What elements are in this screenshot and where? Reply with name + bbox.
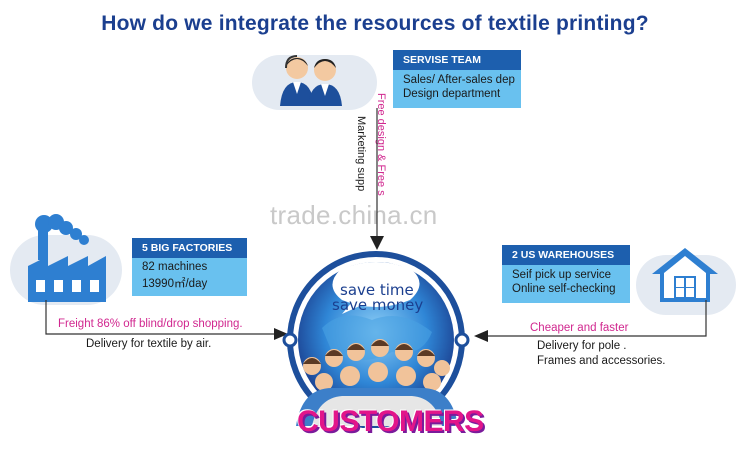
warehouses-line: Seif pick up service: [512, 269, 612, 281]
factory-icon: [28, 214, 106, 302]
warehouses-note: Delivery for pole .: [537, 340, 627, 352]
warehouses-line: Online self-checking: [512, 283, 616, 295]
speech-bubble-line: save time: [340, 281, 414, 299]
factories-line: 13990㎡/day: [142, 278, 208, 290]
factories-heading: 5 BIG FACTORIES: [132, 238, 247, 258]
service-team-box: SERVISE TEAM Sales/ After-sales dep Desi…: [393, 50, 521, 108]
service-team-heading: SERVISE TEAM: [393, 50, 521, 70]
warehouses-heading: 2 US WAREHOUSES: [502, 245, 630, 265]
warehouses-box: 2 US WAREHOUSES Seif pick up service Onl…: [502, 245, 630, 303]
headset-people-icon: [280, 55, 342, 106]
factories-box: 5 BIG FACTORIES 82 machines 13990㎡/day: [132, 238, 247, 296]
factories-note: Delivery for textile by air.: [86, 338, 212, 350]
customers-label: CUSTOMERS: [297, 405, 484, 438]
service-line: Sales/ After-sales dep: [403, 74, 515, 86]
warehouses-note: Frames and accessories.: [537, 355, 666, 367]
speech-bubble-line: save money: [332, 296, 424, 314]
warehouses-note-pink: Cheaper and faster: [530, 322, 629, 334]
factories-note-pink: Freight 86% off blind/drop shopping.: [58, 318, 243, 330]
customers-globe: [282, 251, 470, 428]
watermark: trade.china.cn: [270, 200, 438, 230]
factories-line: 82 machines: [142, 261, 208, 273]
page-title: How do we integrate the resources of tex…: [101, 12, 649, 35]
house-icon: [652, 248, 718, 302]
service-line: Design department: [403, 88, 501, 100]
